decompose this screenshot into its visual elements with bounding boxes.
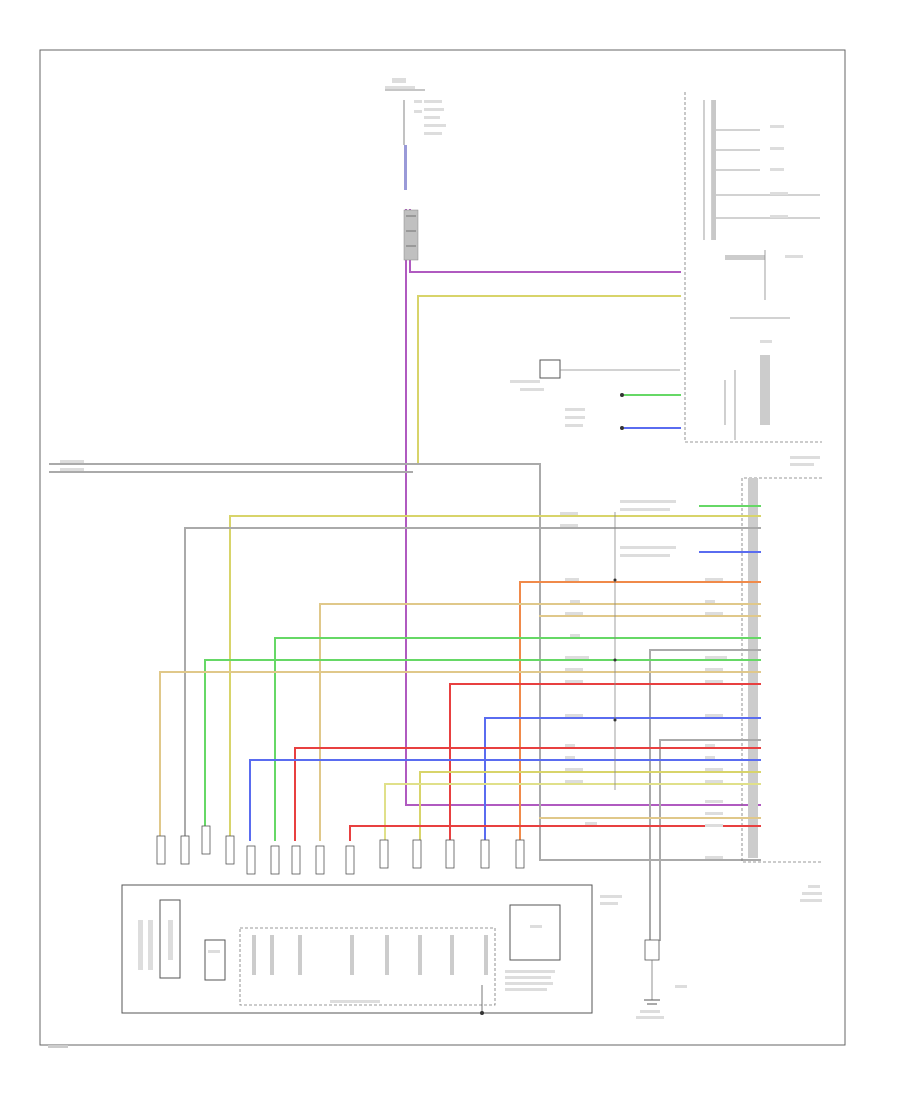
instrument-cluster-top	[684, 92, 822, 443]
instrument-cluster-pins	[748, 478, 758, 858]
transmission-control-module	[121, 884, 622, 1015]
ground-icon	[636, 939, 687, 1019]
relay-small	[510, 359, 680, 391]
diagram-frame	[39, 49, 846, 1046]
fuse-block-top	[385, 78, 446, 190]
connector-pin-row	[156, 825, 525, 875]
wire-bundle	[159, 505, 761, 941]
switch-panel	[565, 393, 681, 430]
